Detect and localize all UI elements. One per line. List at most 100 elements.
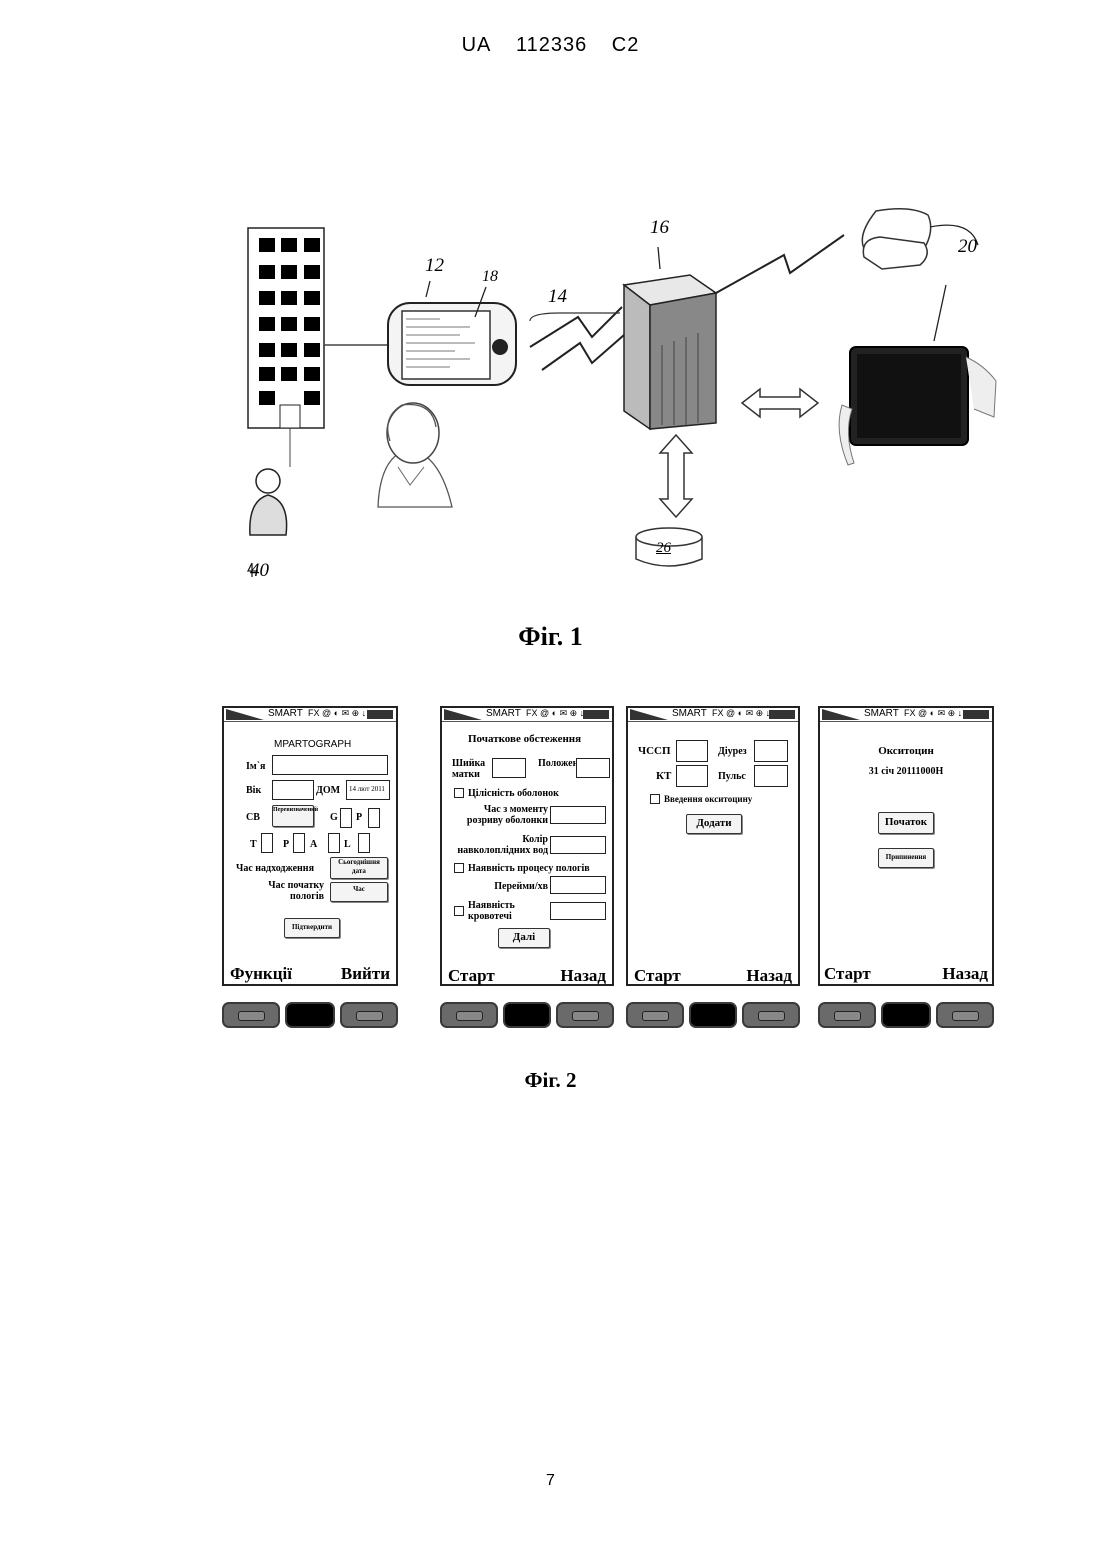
fhr-label: ЧССП <box>638 746 671 757</box>
today-button[interactable]: Сьогоднішня дата <box>330 857 388 879</box>
rupture-time-input[interactable] <box>550 806 606 824</box>
fluid-color-input[interactable] <box>550 836 606 854</box>
redefined-button[interactable]: Перевизначений <box>272 805 314 827</box>
g-input[interactable] <box>340 808 352 828</box>
exit-softkey[interactable]: Вийти <box>341 964 390 984</box>
pulse-input[interactable] <box>754 765 788 787</box>
back-softkey[interactable]: Назад <box>942 964 988 984</box>
arrival-label: Час надходження <box>236 863 314 874</box>
back-softkey[interactable]: Назад <box>560 966 606 986</box>
rupture-time-label: Час з моменту розриву оболонки <box>452 804 548 826</box>
right-key[interactable] <box>936 1002 994 1028</box>
fhr-input[interactable] <box>676 740 708 762</box>
screen: SMART FX @ ◐ ✉ ⊕ ↓ ЧССП Діурез КТ Пульс … <box>626 706 800 986</box>
add-button[interactable]: Додати <box>686 814 742 834</box>
p-input[interactable] <box>368 808 380 828</box>
brand-label: SMART <box>486 708 521 719</box>
patent-number: 112336 <box>516 34 587 56</box>
position-input[interactable] <box>576 758 610 778</box>
center-key[interactable] <box>285 1002 335 1028</box>
battery-icon <box>769 710 795 719</box>
p2-input[interactable] <box>293 833 305 853</box>
left-key[interactable] <box>626 1002 684 1028</box>
bleeding-label: Наявність кровотечі <box>468 900 528 922</box>
name-input[interactable] <box>272 755 388 775</box>
center-key[interactable] <box>881 1002 931 1028</box>
contractions-input[interactable] <box>550 876 606 894</box>
t-label: T <box>250 839 257 850</box>
double-arrow-horizontal-icon <box>742 389 818 417</box>
status-icons: FX @ ◐ ✉ ⊕ ↓ <box>526 708 584 719</box>
signal-icon <box>630 709 668 720</box>
right-key[interactable] <box>556 1002 614 1028</box>
center-key[interactable] <box>503 1002 551 1028</box>
bleeding-input[interactable] <box>550 902 606 920</box>
screen: SMART FX @ ◐ ✉ ⊕ ↓ Окситоцин 31 січ 2011… <box>818 706 994 986</box>
confirm-button[interactable]: Підтвердити <box>284 918 340 938</box>
flip-phone-icon <box>862 209 930 269</box>
status-bar: SMART FX @ ◐ ✉ ⊕ ↓ <box>820 708 992 722</box>
oxytocin-label: Введення окситоцину <box>664 794 752 805</box>
brand-label: SMART <box>268 708 303 719</box>
figure-2-caption: Фіг. 2 <box>0 1068 1101 1093</box>
start-softkey[interactable]: Старт <box>824 964 871 984</box>
time-button[interactable]: Час <box>330 882 388 902</box>
cervix-label: Шийка матки <box>452 758 486 780</box>
bleeding-checkbox[interactable] <box>454 906 464 916</box>
double-arrow-vertical-icon <box>660 435 692 517</box>
left-key[interactable] <box>440 1002 498 1028</box>
cervix-input[interactable] <box>492 758 526 778</box>
dom-date-field[interactable]: 14 лют 2011 <box>346 780 390 800</box>
oxytocin-title: Окситоцин <box>820 746 992 757</box>
name-label: Ім`я <box>246 761 265 772</box>
center-key[interactable] <box>689 1002 737 1028</box>
status-bar: SMART FX @ ◐ ✉ ⊕ ↓ <box>628 708 798 722</box>
labour-start-label: Час початку пологів <box>262 880 324 902</box>
age-input[interactable] <box>272 780 314 800</box>
pulse-label: Пульс <box>718 771 746 782</box>
left-key[interactable] <box>818 1002 876 1028</box>
membranes-checkbox[interactable] <box>454 788 464 798</box>
midwife-icon <box>378 403 452 507</box>
ref-label-20: 20 <box>958 236 977 258</box>
battery-icon <box>367 710 393 719</box>
next-button[interactable]: Далі <box>498 928 550 948</box>
start-button[interactable]: Початок <box>878 812 934 834</box>
stop-button[interactable]: Припинення <box>878 848 934 868</box>
age-label: Вік <box>246 785 261 796</box>
battery-icon <box>963 710 989 719</box>
labour-process-checkbox[interactable] <box>454 863 464 873</box>
t-input[interactable] <box>261 833 273 853</box>
status-icons: FX @ ◐ ✉ ⊕ ↓ <box>712 708 770 719</box>
page-number: 7 <box>0 1472 1101 1490</box>
screen: SMART FX @ ◐ ✉ ⊕ ↓ Початкове обстеження … <box>440 706 614 986</box>
ref-label-40: 40 <box>250 560 269 582</box>
right-key[interactable] <box>742 1002 800 1028</box>
status-bar: SMART FX @ ◐ ✉ ⊕ ↓ <box>224 708 396 722</box>
brand-label: SMART <box>672 708 707 719</box>
g-label: G <box>330 812 338 823</box>
functions-softkey[interactable]: Функції <box>230 964 292 984</box>
start-softkey[interactable]: Старт <box>448 966 495 986</box>
battery-icon <box>583 710 609 719</box>
a-input[interactable] <box>328 833 340 853</box>
smartphone-icon <box>388 303 516 385</box>
left-key[interactable] <box>222 1002 280 1028</box>
tablet-icon <box>839 347 996 465</box>
a-label: A <box>310 839 317 850</box>
oxytocin-checkbox[interactable] <box>650 794 660 804</box>
back-softkey[interactable]: Назад <box>746 966 792 986</box>
app-title: MPARTOGRAPH <box>274 739 351 750</box>
patent-header: UA 112336 C2 <box>0 34 1101 57</box>
ref-label-12: 12 <box>425 255 444 277</box>
labour-process-label: Наявність процесу пологів <box>468 863 590 874</box>
l-label: L <box>344 839 351 850</box>
right-key[interactable] <box>340 1002 398 1028</box>
bp-label: КТ <box>656 771 671 782</box>
diuresis-input[interactable] <box>754 740 788 762</box>
l-input[interactable] <box>358 833 370 853</box>
figure-1-caption: Фіг. 1 <box>0 622 1101 652</box>
screen: SMART FX @ ◐ ✉ ⊕ ↓ MPARTOGRAPH Ім`я Вік … <box>222 706 398 986</box>
start-softkey[interactable]: Старт <box>634 966 681 986</box>
bp-input[interactable] <box>676 765 708 787</box>
